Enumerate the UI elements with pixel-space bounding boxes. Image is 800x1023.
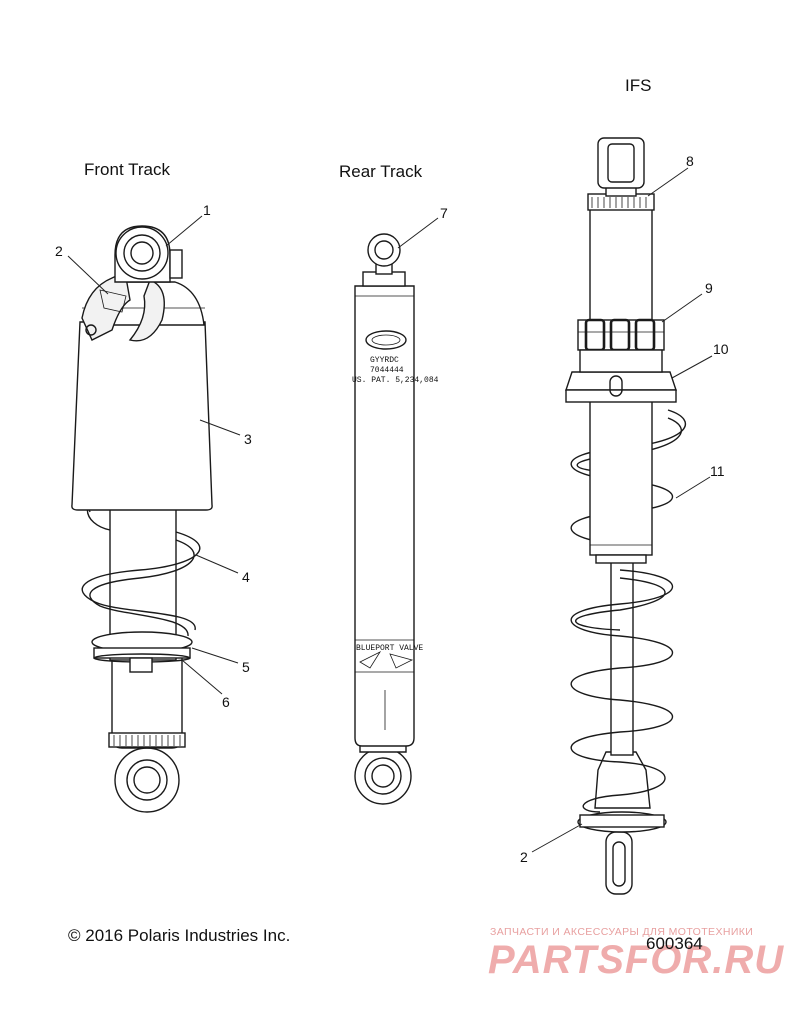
ifs-spring-retainer xyxy=(565,349,677,403)
rear-body xyxy=(354,285,415,747)
title-ifs: IFS xyxy=(625,76,651,95)
watermark-tagline: ЗАПЧАСТИ И АКСЕССУАРЫ ДЛЯ МОТОТЕХНИКИ xyxy=(490,926,754,938)
callout-2-front: 2 xyxy=(55,243,63,259)
ifs-upper-eyelet xyxy=(597,137,645,197)
rear-lower-eyelet xyxy=(354,747,412,805)
front-air-can xyxy=(71,321,213,511)
front-lower-band xyxy=(108,732,186,748)
front-upper-eyelet xyxy=(114,225,183,283)
ifs-lower-body xyxy=(594,751,651,809)
callout-11: 11 xyxy=(710,463,725,479)
title-front-track: Front Track xyxy=(84,160,170,179)
ifs-lower-spring-seat xyxy=(577,811,667,833)
callout-1: 1 xyxy=(203,202,211,218)
rear-track-shock: GYYRDC 7044444 US. PAT. 5,234,084 BLUEPO… xyxy=(352,233,439,805)
callout-numbers: 1 2 3 4 5 6 7 8 9 10 11 2 xyxy=(55,153,729,865)
rear-decal-logo: GYYRDC 7044444 US. PAT. 5,234,084 BLUEPO… xyxy=(352,330,439,669)
callout-7: 7 xyxy=(440,205,448,221)
callout-4: 4 xyxy=(242,569,250,585)
front-spring-seat xyxy=(91,631,193,673)
rear-decal-line1: GYYRDC xyxy=(370,356,399,365)
document-number: 600364 xyxy=(646,934,703,953)
callout-10: 10 xyxy=(713,341,729,357)
rear-decal-valve: BLUEPORT VALVE xyxy=(356,644,423,653)
rear-decal-line2: 7044444 xyxy=(370,366,404,375)
ifs-adjuster-collar xyxy=(577,318,665,352)
front-lower-eyelet xyxy=(114,747,180,813)
ifs-shaft xyxy=(610,554,634,756)
title-rear-track: Rear Track xyxy=(339,162,423,181)
ifs-lower-eyelet xyxy=(605,831,633,895)
watermark-logo: PARTSFOR.RU xyxy=(488,938,785,982)
front-cutaway xyxy=(81,270,165,342)
callout-5: 5 xyxy=(242,659,250,675)
callout-2-ifs: 2 xyxy=(520,849,528,865)
leader-lines xyxy=(67,167,713,853)
copyright-notice: © 2016 Polaris Industries Inc. xyxy=(68,926,291,945)
callout-8: 8 xyxy=(686,153,694,169)
callout-6: 6 xyxy=(222,694,230,710)
front-track-shock xyxy=(71,225,213,813)
callout-3: 3 xyxy=(244,431,252,447)
rear-decal-line3: US. PAT. 5,234,084 xyxy=(352,376,439,385)
callout-9: 9 xyxy=(705,280,713,296)
rear-upper-eyelet xyxy=(367,233,401,275)
ifs-shock xyxy=(565,137,687,895)
